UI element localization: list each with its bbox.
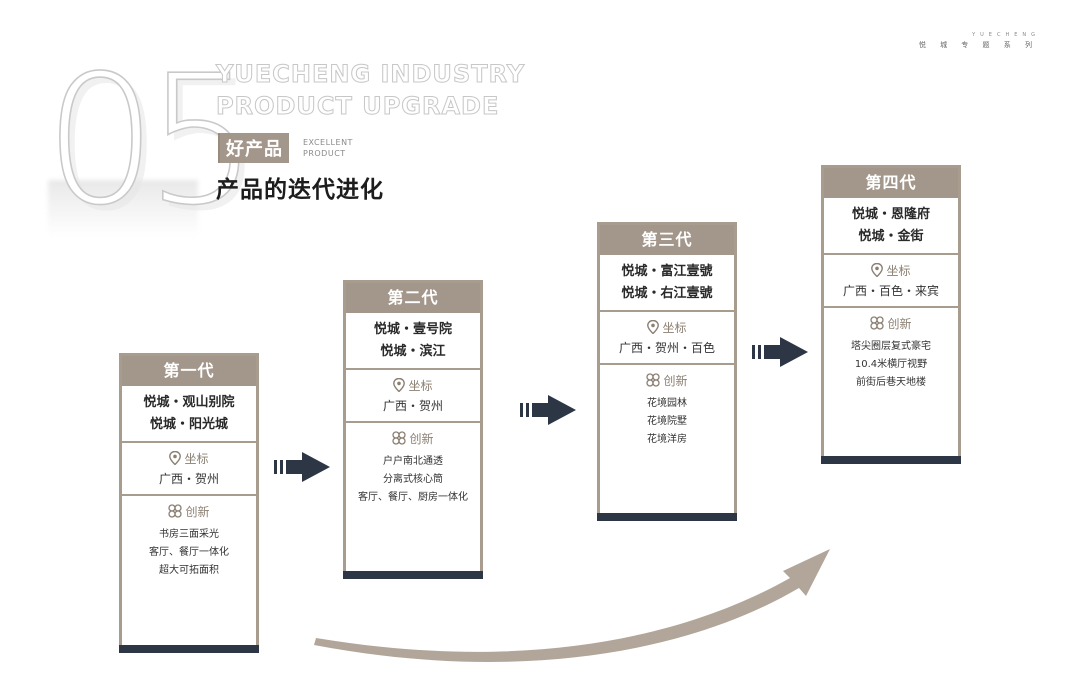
project-name: 悦城・金街 (858, 229, 924, 244)
location-pin-icon (871, 262, 884, 278)
innovation-list: 塔尖圈层复式豪宅 10.4米横厅视野 前街后巷天地楼 (824, 338, 958, 392)
tag-en: EXCELLENT PRODUCT (303, 137, 353, 159)
innovation-item: 花境院墅 (647, 416, 687, 427)
card-footer-bar (119, 645, 259, 653)
location-text: 广西・百色・来宾 (842, 284, 939, 298)
project-name: 悦城・壹号院 (373, 322, 452, 337)
generation-projects: 悦城・壹号院 悦城・滨江 (346, 313, 480, 370)
generation-card-2: 第二代 悦城・壹号院 悦城・滨江 坐标 广西・贺州 创新 户户南北通透 分离式核… (343, 280, 483, 579)
tag-en-line2: PRODUCT (303, 149, 346, 158)
generation-title: 第一代 (122, 356, 256, 386)
card-footer-bar (597, 513, 737, 521)
innovation-item: 花境园林 (647, 398, 687, 409)
corner-brand-en: YUECHENG (972, 32, 1040, 38)
tag-cn: 好产品 (218, 133, 289, 163)
page-heading: 产品的迭代进化 (216, 177, 384, 203)
generation-location: 坐标 广西・贺州 (346, 370, 480, 423)
innovation-label: 创新 (346, 429, 480, 449)
generation-location: 坐标 广西・贺州・百色 (600, 312, 734, 365)
location-pin-icon (169, 450, 182, 466)
project-name: 悦城・观山别院 (143, 395, 235, 410)
location-pin-icon (647, 319, 660, 335)
generation-projects: 悦城・观山别院 悦城・阳光城 (122, 386, 256, 443)
innovation-item: 户户南北通透 (383, 456, 443, 467)
innovation-knot-icon (168, 504, 183, 518)
innovation-label: 创新 (600, 371, 734, 391)
innovation-label: 创新 (122, 502, 256, 522)
project-name: 悦城・阳光城 (149, 417, 228, 432)
generation-projects: 悦城・恩隆府 悦城・金街 (824, 198, 958, 255)
innovation-item: 分离式核心筒 (383, 474, 443, 485)
location-label: 坐标 (600, 318, 734, 338)
location-pin-icon (393, 377, 406, 393)
generation-innovation: 创新 户户南北通透 分离式核心筒 客厅、餐厅、厨房一体化 (346, 423, 480, 511)
innovation-item: 前街后巷天地楼 (856, 377, 926, 388)
generation-projects: 悦城・富江壹號 悦城・右江壹號 (600, 255, 734, 312)
project-name: 悦城・富江壹號 (621, 264, 713, 279)
generation-card-4: 第四代 悦城・恩隆府 悦城・金街 坐标 广西・百色・来宾 创新 塔尖圈层复式豪宅… (821, 165, 961, 464)
innovation-label: 创新 (824, 314, 958, 334)
project-name: 悦城・右江壹號 (621, 286, 713, 301)
project-name: 悦城・滨江 (380, 344, 446, 359)
title-en-line1: YUECHENG INDUSTRY (215, 60, 526, 89)
innovation-knot-icon (392, 431, 407, 445)
next-arrow-icon (274, 452, 330, 482)
next-arrow-icon (752, 337, 808, 367)
innovation-item: 超大可拓面积 (159, 565, 219, 576)
next-arrow-icon (520, 395, 576, 425)
location-label-text: 坐标 (662, 321, 687, 335)
generation-card-3: 第三代 悦城・富江壹號 悦城・右江壹號 坐标 广西・贺州・百色 创新 花境园林 … (597, 222, 737, 521)
generation-innovation: 创新 塔尖圈层复式豪宅 10.4米横厅视野 前街后巷天地楼 (824, 308, 958, 396)
innovation-label-text: 创新 (663, 374, 688, 388)
location-label: 坐标 (122, 449, 256, 469)
innovation-label-text: 创新 (409, 432, 434, 446)
location-label: 坐标 (346, 376, 480, 396)
innovation-knot-icon (870, 316, 885, 330)
innovation-list: 户户南北通透 分离式核心筒 客厅、餐厅、厨房一体化 (346, 453, 480, 507)
card-footer-bar (343, 571, 483, 579)
innovation-item: 客厅、餐厅一体化 (149, 547, 229, 558)
generation-innovation: 创新 书房三面采光 客厅、餐厅一体化 超大可拓面积 (122, 496, 256, 584)
innovation-item: 客厅、餐厅、厨房一体化 (358, 492, 468, 503)
innovation-item: 书房三面采光 (159, 529, 219, 540)
location-label-text: 坐标 (408, 379, 433, 393)
project-name: 悦城・恩隆府 (851, 207, 930, 222)
location-text: 广西・贺州 (158, 472, 219, 486)
innovation-item: 10.4米横厅视野 (854, 359, 928, 370)
generation-location: 坐标 广西・百色・来宾 (824, 255, 958, 308)
title-en-line2: PRODUCT UPGRADE (215, 92, 500, 121)
innovation-list: 花境园林 花境院墅 花境洋房 (600, 395, 734, 449)
tag-en-line1: EXCELLENT (303, 138, 353, 147)
generation-title: 第二代 (346, 283, 480, 313)
generation-innovation: 创新 花境园林 花境院墅 花境洋房 (600, 365, 734, 453)
innovation-label-text: 创新 (887, 317, 912, 331)
location-text: 广西・贺州・百色 (618, 341, 715, 355)
innovation-item: 花境洋房 (647, 434, 687, 445)
location-label-text: 坐标 (886, 264, 911, 278)
generation-card-1: 第一代 悦城・观山别院 悦城・阳光城 坐标 广西・贺州 创新 书房三面采光 客厅… (119, 353, 259, 653)
innovation-item: 塔尖圈层复式豪宅 (851, 341, 931, 352)
location-label-text: 坐标 (184, 452, 209, 466)
generation-location: 坐标 广西・贺州 (122, 443, 256, 496)
corner-series-label: 悦 城 专 题 系 列 (918, 41, 1038, 49)
innovation-knot-icon (646, 373, 661, 387)
innovation-label-text: 创新 (185, 505, 210, 519)
location-text: 广西・贺州 (382, 399, 443, 413)
generation-title: 第三代 (600, 225, 734, 255)
location-label: 坐标 (824, 261, 958, 281)
card-footer-bar (821, 456, 961, 464)
generation-title: 第四代 (824, 168, 958, 198)
innovation-list: 书房三面采光 客厅、餐厅一体化 超大可拓面积 (122, 526, 256, 580)
number-shadow (48, 180, 198, 236)
